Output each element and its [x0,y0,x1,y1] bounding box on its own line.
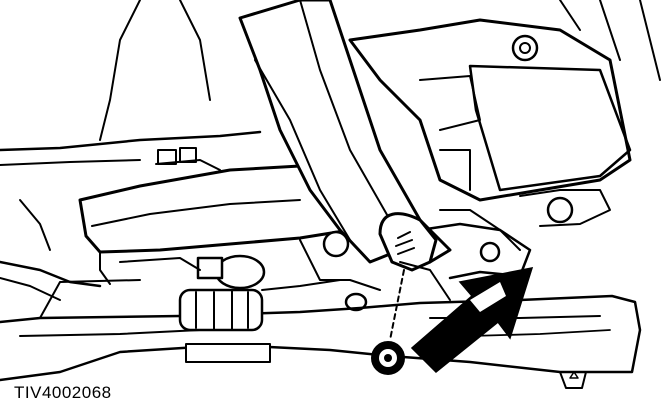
bracket-bolts [155,147,221,171]
frame-rail [0,279,642,389]
engine-housing [348,0,661,280]
cross-member [0,0,262,301]
spring-bracket [299,212,451,341]
arrow-icon [410,267,534,374]
clamp-assembly [119,254,341,332]
retaining-nut [371,341,405,375]
mount-bracket [78,164,352,285]
figure-code: TIV4002068 [14,383,112,402]
